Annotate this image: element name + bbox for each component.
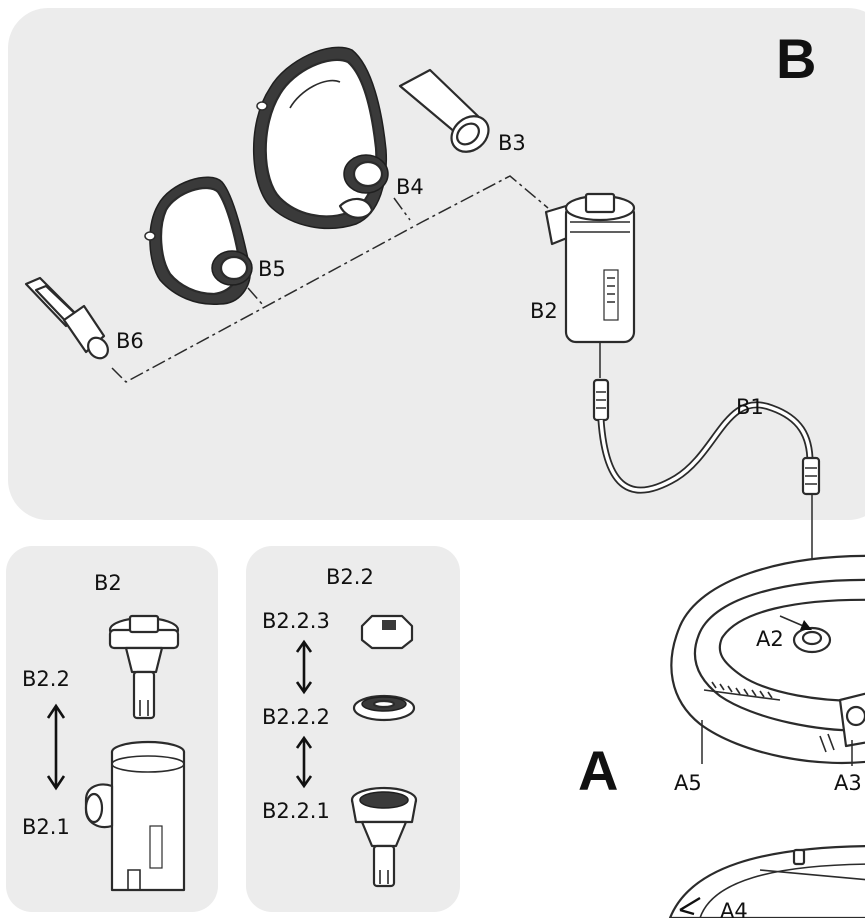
small-mask-b5 — [144, 176, 253, 305]
inset-b2-top-label: B2.2 — [22, 667, 70, 691]
section-b-title: B — [776, 27, 816, 90]
inset-b22-part2-label: B2.2.2 — [262, 705, 330, 729]
label-b1: B1 — [736, 395, 764, 419]
tube-b1 — [592, 378, 821, 614]
panel-b22-inset — [246, 546, 460, 912]
inset-b2-content: B2 B2.2 B2.1 — [22, 571, 186, 892]
nebulizer-chamber-b2 — [544, 192, 636, 378]
inset-b22-part1-label: B2.2.1 — [262, 799, 330, 823]
inset-b22-content: B2.2 B2.2.3 B2.2.2 B2.2.1 — [262, 565, 418, 888]
large-mask-b4 — [253, 46, 389, 230]
label-b2: B2 — [530, 299, 558, 323]
mouthpiece-b6 — [24, 276, 109, 360]
label-b4: B4 — [396, 175, 424, 199]
label-a3: A3 — [834, 771, 862, 795]
compressor-unit-lower-view — [668, 845, 865, 918]
assembly-leader-lines — [111, 175, 549, 383]
section-a-title: A — [578, 739, 618, 802]
label-a5: A5 — [674, 771, 702, 795]
label-b5: B5 — [258, 257, 286, 281]
inset-b2-title: B2 — [94, 571, 122, 595]
compressor-unit-a — [670, 554, 865, 766]
nasal-piece-b3 — [398, 68, 490, 153]
label-b3: B3 — [498, 131, 526, 155]
label-b6: B6 — [116, 329, 144, 353]
inset-b22-part3-label: B2.2.3 — [262, 609, 330, 633]
label-a4: A4 — [720, 899, 748, 918]
label-a2: A2 — [756, 627, 784, 651]
inset-b22-title: B2.2 — [326, 565, 374, 589]
inset-b2-bottom-label: B2.1 — [22, 815, 70, 839]
